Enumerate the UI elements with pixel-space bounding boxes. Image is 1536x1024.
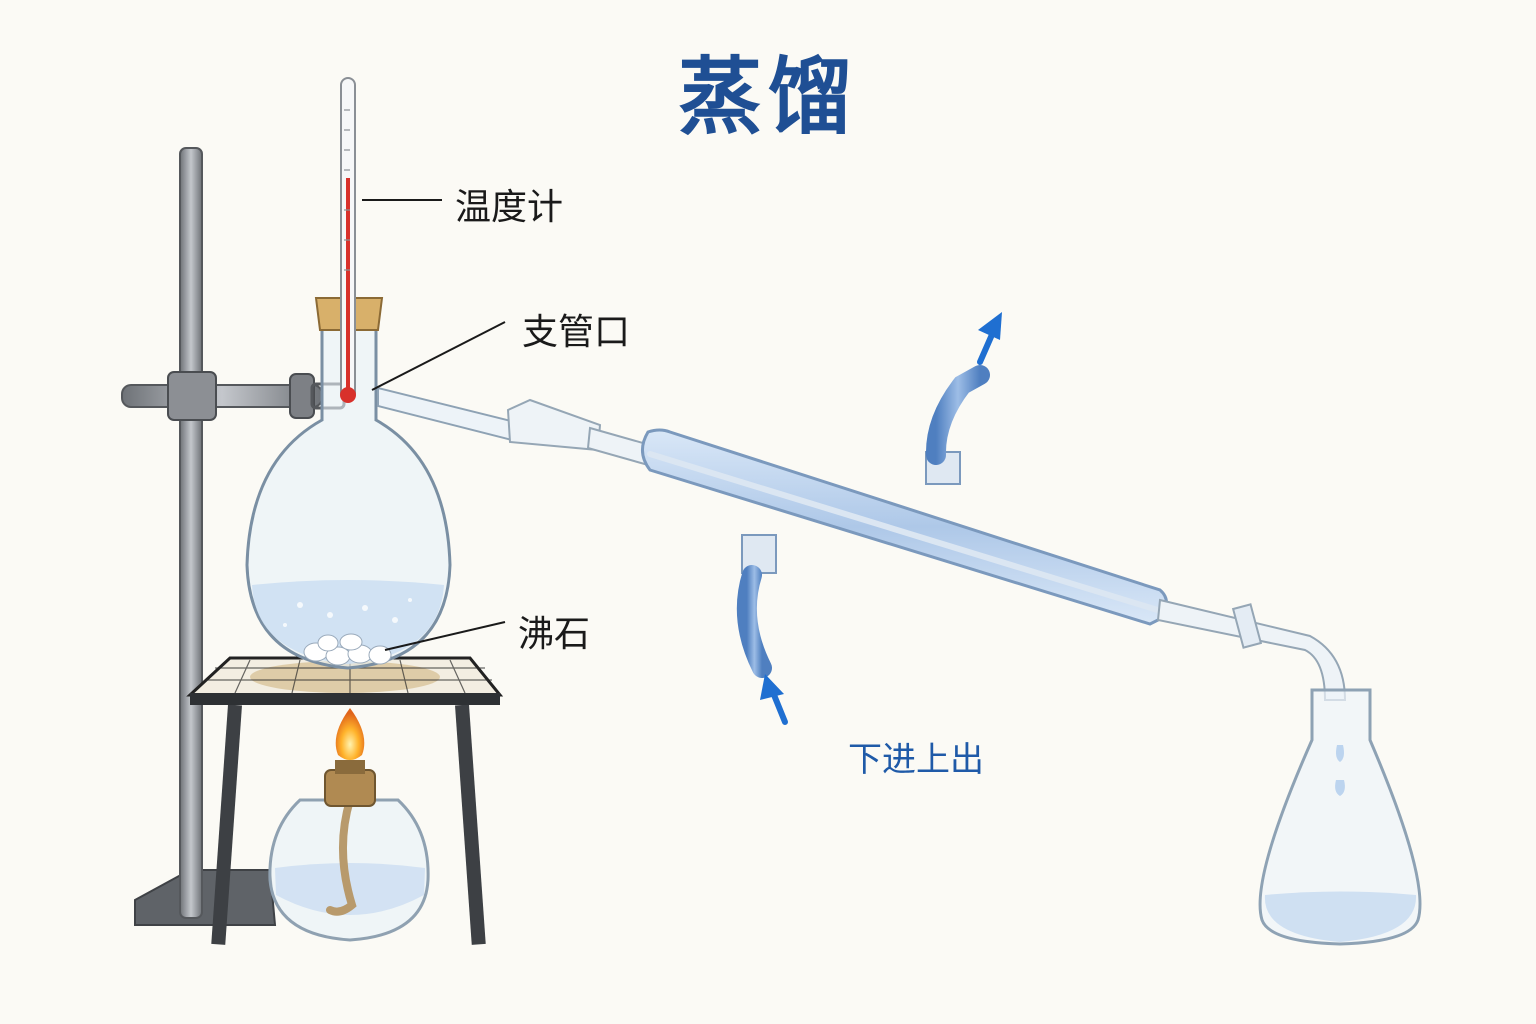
page-title: 蒸馏 [677,48,858,146]
iron-stand [121,147,346,926]
round-bottom-flask [245,297,517,670]
side-arm-label: 支管口 [522,312,631,353]
water-flow-label: 下进上出 [848,740,984,780]
thermometer [340,77,356,403]
thermometer-label: 温度计 [455,187,564,228]
alcohol-lamp [268,708,430,942]
leader-lines [362,199,506,651]
condenser [641,365,1347,701]
arrow-up-icon [977,312,1002,365]
receiving-flask [1258,688,1422,946]
connecting-tube [506,398,652,467]
flame-icon [335,708,365,760]
arrow-up-icon [760,674,788,725]
boiling-stones-label: 沸石 [518,614,591,655]
